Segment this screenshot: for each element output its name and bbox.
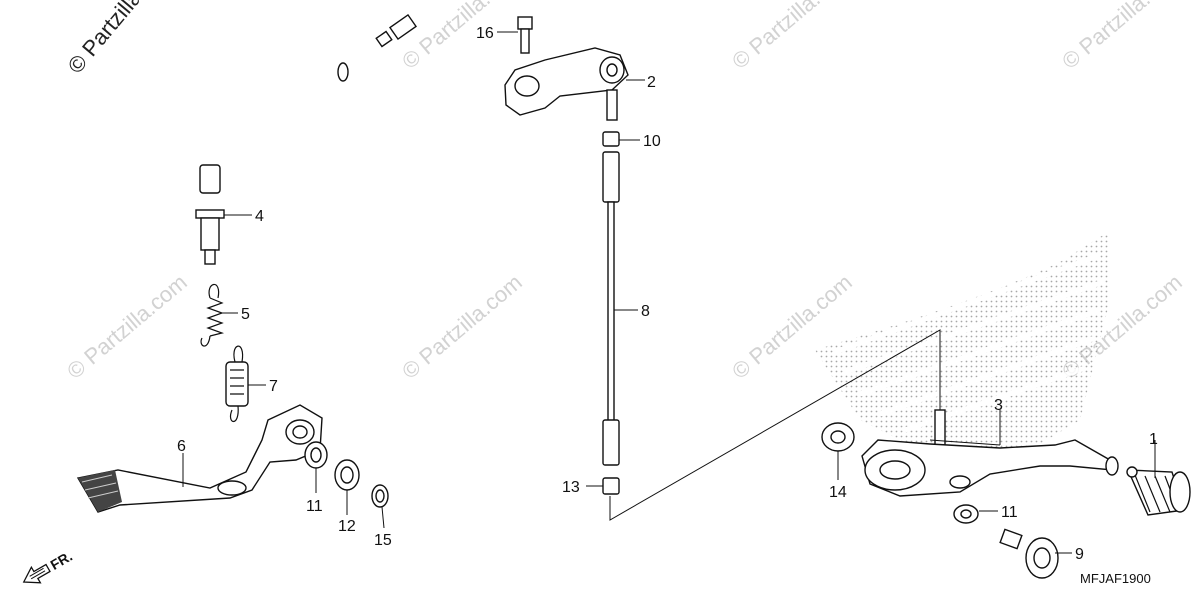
watermark: © Partzilla.com [397,0,527,74]
part-2-shift-arm[interactable] [504,47,629,121]
callout-11[interactable]: 11 [306,498,323,515]
callout-9[interactable]: 9 [1075,546,1084,563]
callout-4[interactable]: 4 [255,208,264,225]
honda-wing-logo-icon [815,232,1110,460]
part-16-bolt[interactable] [517,16,533,54]
callout-15[interactable]: 15 [374,532,392,549]
callout-3[interactable]: 3 [994,397,1003,414]
callout-7[interactable]: 7 [269,378,278,395]
callout-11[interactable]: 11 [1001,504,1018,521]
part-9-pivot-bolt[interactable] [999,528,1059,579]
direction-label: FR. [47,548,75,573]
watermark: © Partzilla.com [727,0,857,74]
reference-lines [609,329,941,521]
callout-12[interactable]: 12 [338,518,356,535]
callout-14[interactable]: 14 [829,484,847,501]
part-8-shift-rod[interactable] [602,151,620,466]
watermark: © Partzilla.com [62,269,192,383]
part-14-washer[interactable] [821,422,855,452]
part-13-nut[interactable] [602,477,620,495]
copyright-text: © Partzilla [63,0,147,78]
part-11-washer[interactable] [304,441,328,469]
part-12-washer[interactable] [334,459,360,491]
part-11-washer[interactable] [953,504,979,524]
part-1-pedal-rubber[interactable] [1126,466,1191,516]
part-5-spring[interactable] [200,283,225,347]
callout-labels: 1 2 3 4 5 6 7 8 9 10 11 11 12 13 14 15 1… [177,25,1158,563]
part-4-brake-switch[interactable] [195,13,418,265]
diagram-code: MFJAF1900 [1080,571,1151,586]
callout-16[interactable]: 16 [476,25,494,42]
part-6-brake-pedal[interactable] [76,404,323,513]
part-7-spring[interactable] [225,345,249,423]
callout-10[interactable]: 10 [643,133,661,150]
watermark: © Partzilla.com [1057,0,1187,74]
part-10-nut[interactable] [602,131,620,147]
callout-8[interactable]: 8 [641,303,650,320]
callout-13[interactable]: 13 [562,479,580,496]
part-15-clip[interactable] [371,484,389,508]
callout-6[interactable]: 6 [177,438,186,455]
callout-5[interactable]: 5 [241,306,250,323]
part-3-shift-pedal[interactable] [861,409,1119,497]
front-direction-arrow-icon: FR. [22,548,75,584]
callout-2[interactable]: 2 [647,74,656,91]
leader-lines [182,31,1156,554]
callout-1[interactable]: 1 [1149,431,1158,448]
watermark: © Partzilla.com [397,269,527,383]
